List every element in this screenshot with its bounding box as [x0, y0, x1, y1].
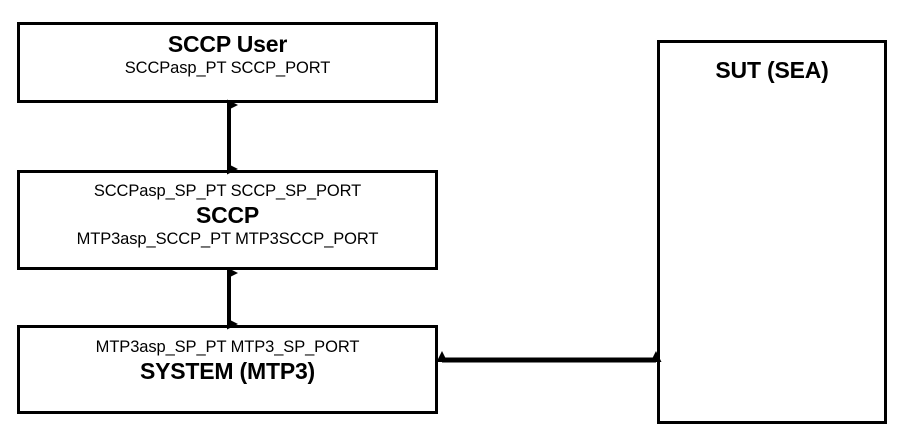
node-sccp-title: SCCP	[195, 202, 260, 228]
node-system-mtp3-ports: MTP3asp_SP_PT MTP3_SP_PORT	[95, 338, 360, 356]
node-sccp-user-text: SCCP User SCCPasp_PT SCCP_PORT	[20, 31, 435, 79]
connector-sccp-user-to-sccp	[227, 99, 238, 175]
node-sccp-user[interactable]: SCCP User SCCPasp_PT SCCP_PORT	[17, 22, 438, 103]
node-sccp-user-ports: SCCPasp_PT SCCP_PORT	[124, 59, 331, 77]
node-sccp-user-title: SCCP User	[167, 31, 288, 57]
node-sccp-text: SCCPasp_SP_PT SCCP_SP_PORT SCCP MTP3asp_…	[20, 181, 435, 250]
node-sut-sea-title: SUT (SEA)	[715, 57, 829, 83]
node-sccp[interactable]: SCCPasp_SP_PT SCCP_SP_PORT SCCP MTP3asp_…	[17, 170, 438, 270]
node-system-mtp3-text: MTP3asp_SP_PT MTP3_SP_PORT SYSTEM (MTP3)	[20, 337, 435, 385]
node-system-mtp3-title: SYSTEM (MTP3)	[139, 358, 316, 384]
connector-system-mtp3-to-sut-sea	[436, 351, 662, 363]
node-sut-sea[interactable]: SUT (SEA)	[657, 40, 887, 424]
connector-sccp-to-system-mtp3	[227, 267, 238, 330]
node-sccp-upper-ports: SCCPasp_SP_PT SCCP_SP_PORT	[93, 182, 362, 200]
node-sccp-lower-ports: MTP3asp_SCCP_PT MTP3SCCP_PORT	[76, 230, 379, 248]
node-system-mtp3[interactable]: MTP3asp_SP_PT MTP3_SP_PORT SYSTEM (MTP3)	[17, 325, 438, 414]
node-sut-sea-text: SUT (SEA)	[660, 57, 884, 84]
